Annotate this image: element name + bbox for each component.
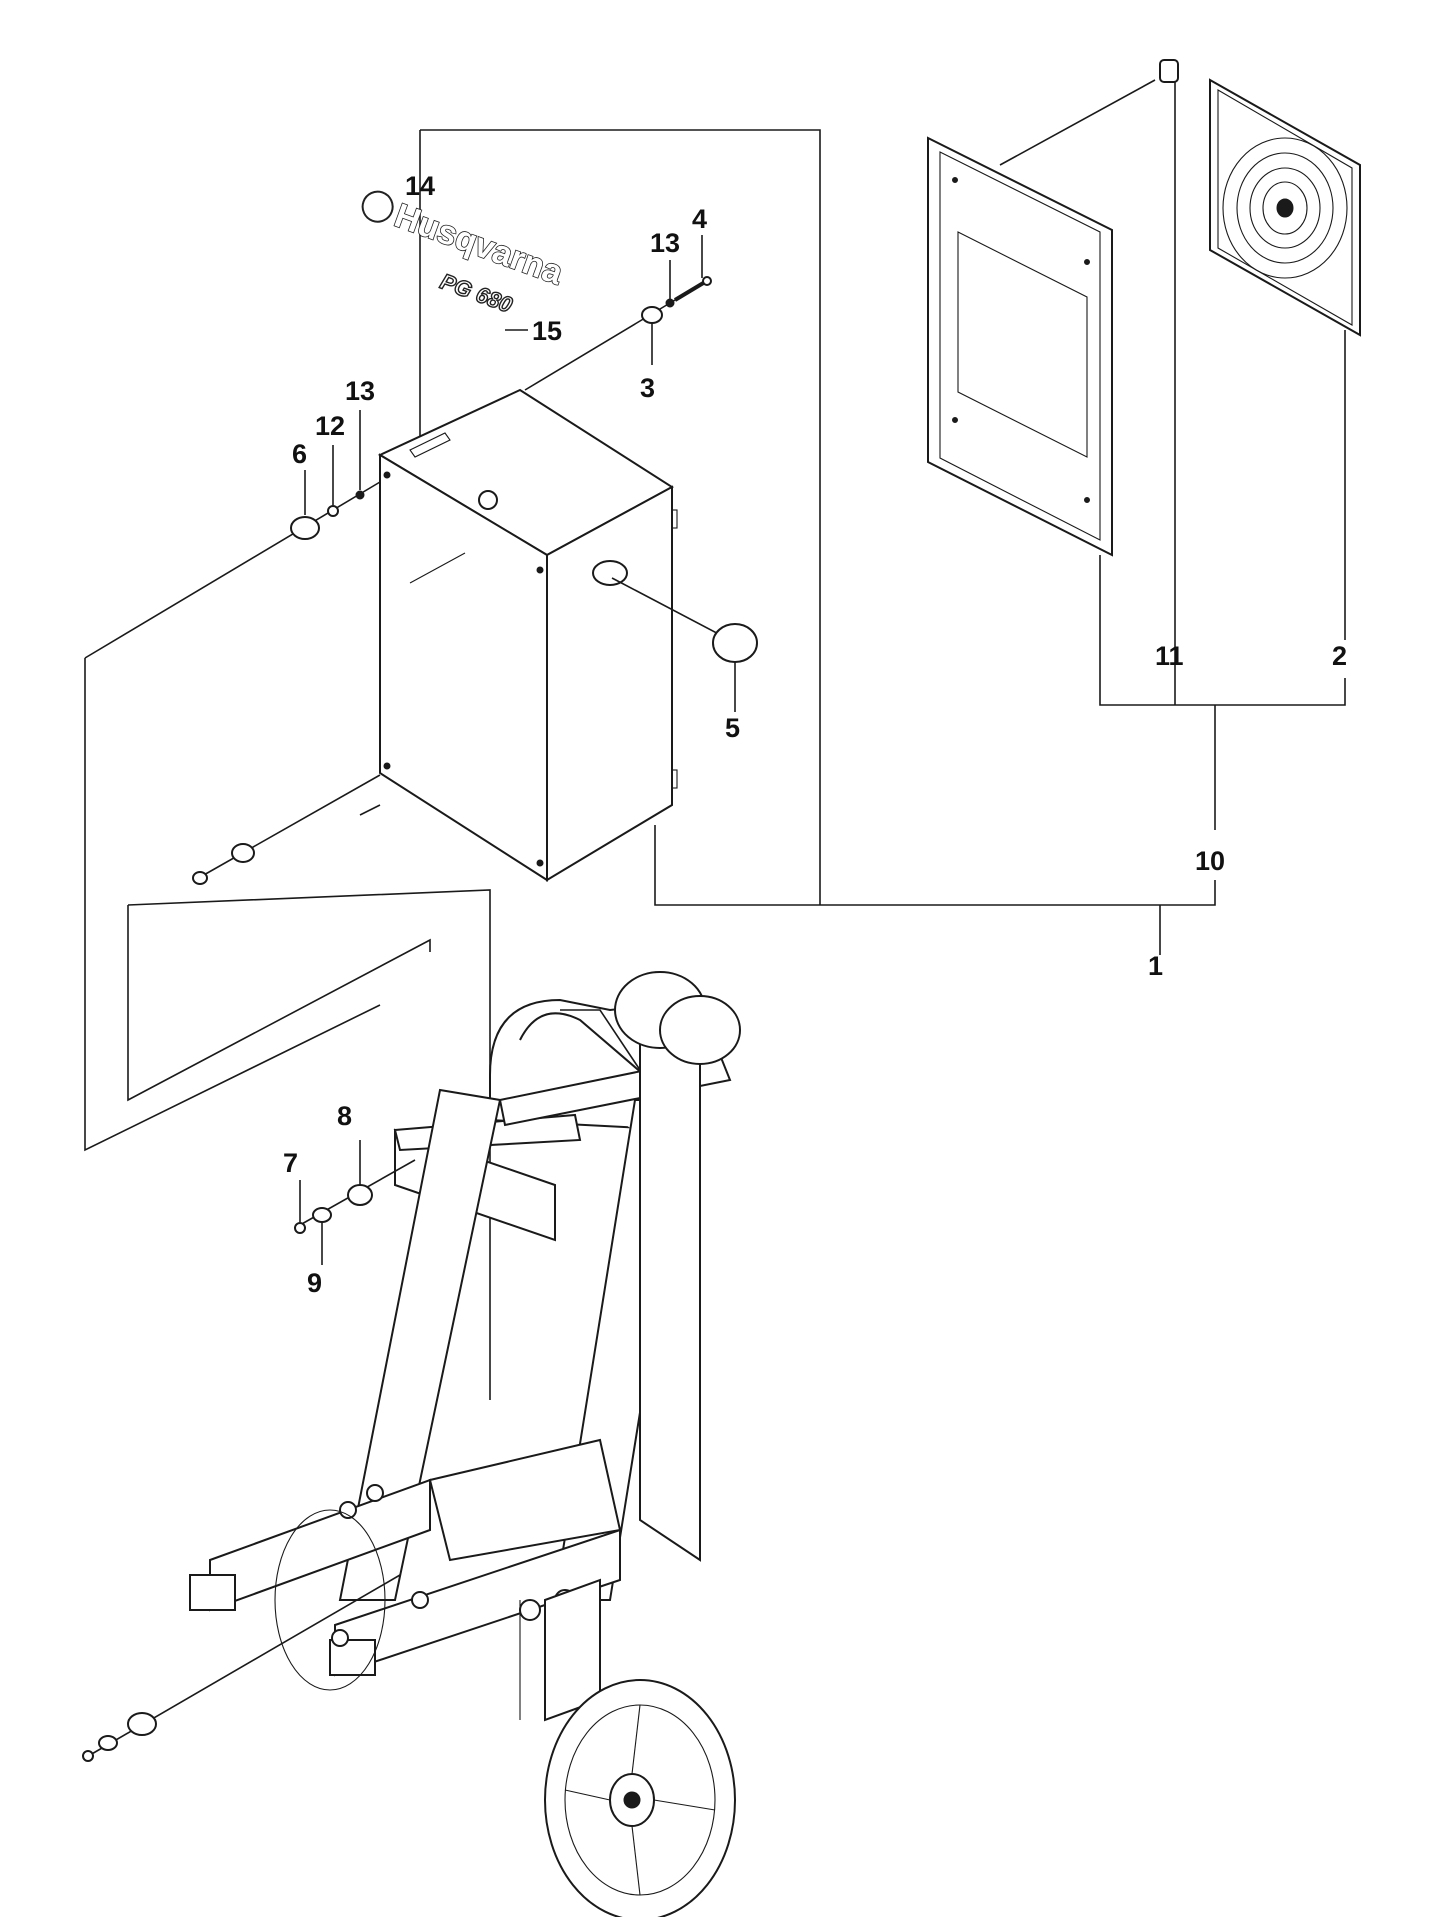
callout-5: 5 [725, 713, 740, 743]
blades [614, 971, 741, 1065]
callout-2: 2 [1332, 641, 1347, 671]
callout-9: 9 [307, 1268, 322, 1298]
callout-8: 8 [337, 1101, 352, 1131]
fasteners-7-8-9 [294, 1140, 416, 1265]
callout-6: 6 [292, 439, 307, 469]
husqvarna-decal: Husqvarna PG 680 [361, 190, 570, 319]
callout-labels: 1 2 3 4 5 6 7 8 9 10 11 12 13 13 14 15 [283, 171, 1347, 1298]
control-box [377, 388, 678, 882]
callout-7: 7 [283, 1148, 298, 1178]
plug-5 [611, 577, 758, 712]
cover-frame [927, 79, 1156, 557]
screw-11 [1159, 59, 1179, 83]
callout-11: 11 [1155, 641, 1184, 671]
cart-frame [189, 997, 732, 1722]
callout-13-left: 13 [345, 376, 375, 406]
callout-1: 1 [1148, 951, 1163, 981]
grouping-lines [419, 80, 1346, 955]
callout-15: 15 [532, 316, 562, 346]
callout-10: 10 [1195, 846, 1225, 876]
callout-4: 4 [692, 204, 707, 234]
fasteners-bottom-left [82, 1574, 401, 1762]
fasteners-right [524, 235, 712, 391]
callout-14: 14 [405, 171, 435, 201]
fan-grille [1209, 78, 1361, 337]
decal-model: PG 680 [437, 269, 516, 318]
left-frame-lines [84, 658, 491, 1400]
decal-brand: Husqvarna [390, 197, 569, 293]
fasteners-left [84, 410, 381, 659]
callout-3: 3 [640, 373, 655, 403]
husqvarna-logo-icon [361, 190, 394, 223]
wheel [274, 1509, 736, 1917]
callout-13-right: 13 [650, 228, 680, 258]
callout-12: 12 [315, 411, 345, 441]
